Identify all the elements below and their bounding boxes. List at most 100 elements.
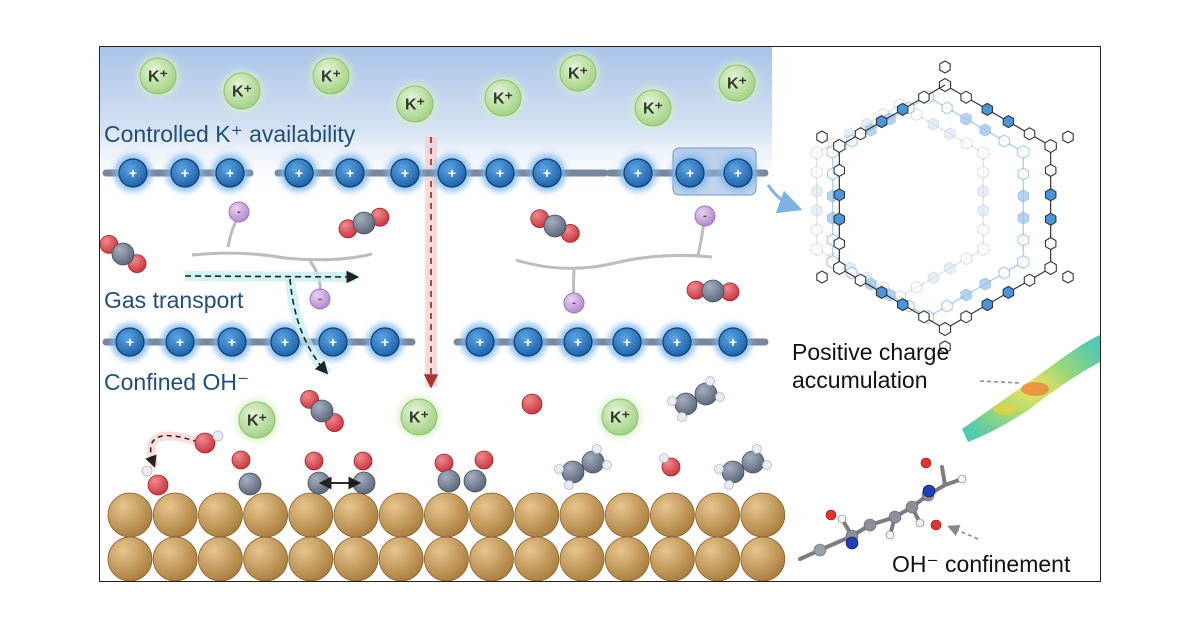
cation-charge-label: + xyxy=(226,165,234,181)
framework-ring xyxy=(960,310,972,324)
framework-ring xyxy=(918,310,930,324)
framework-ring xyxy=(1044,212,1057,226)
framework-ring xyxy=(810,145,824,161)
framework-ring xyxy=(833,138,846,154)
cation-sphere xyxy=(623,158,653,188)
potassium-label: K⁺ xyxy=(493,91,513,108)
cation-site: + xyxy=(161,323,199,361)
framework-ring xyxy=(910,280,923,295)
copper-atom xyxy=(378,492,424,538)
confined-oh-label: Confined OH⁻ xyxy=(104,369,250,395)
atom-H xyxy=(602,460,612,470)
potassium-label: K⁺ xyxy=(409,410,429,427)
atom-C xyxy=(111,242,135,266)
cation-charge-label: + xyxy=(176,334,184,350)
potassium-ion: K⁺ xyxy=(715,61,759,105)
potassium-sphere xyxy=(634,89,672,127)
framework-ring xyxy=(1017,144,1030,160)
anion-sphere xyxy=(309,288,331,310)
atom-H xyxy=(212,430,224,442)
copper-atom xyxy=(695,492,740,538)
schematic-canvas: ++++++++++++++++++++++++ K⁺K⁺K⁺K⁺K⁺K⁺K⁺K… xyxy=(100,47,1100,581)
oh-pointer xyxy=(947,525,979,540)
cation-sphere xyxy=(370,327,400,357)
atom-carbon xyxy=(885,530,895,540)
copper-atom xyxy=(423,492,469,538)
cation-site: + xyxy=(386,154,424,192)
framework-ring xyxy=(854,273,867,287)
potassium-label: K⁺ xyxy=(610,410,630,427)
framework-structure xyxy=(810,60,1074,354)
cation-charge-label: + xyxy=(574,334,582,350)
oh-hop-arrow xyxy=(145,434,199,468)
gas-transport-label: Gas transport xyxy=(104,287,244,313)
framework-ring xyxy=(977,223,989,237)
atom-H xyxy=(724,480,734,490)
atom-O xyxy=(304,451,324,471)
positive-charge-label-line1: Positive charge xyxy=(792,339,950,365)
framework-ring xyxy=(944,261,956,275)
framework-ring xyxy=(998,134,1010,148)
framework-ring xyxy=(976,145,990,161)
atom-C xyxy=(352,211,376,235)
framework-ring xyxy=(981,297,994,312)
anion-sphere xyxy=(228,201,250,223)
anion-group: - xyxy=(309,288,331,310)
gas-transport-arrow xyxy=(184,270,360,284)
potassium-ion: K⁺ xyxy=(397,395,441,439)
esp-pointer xyxy=(979,380,1021,384)
copper-atom xyxy=(604,492,650,538)
oh-confinement-label: OH⁻ confinement xyxy=(892,551,1071,577)
framework-ring xyxy=(976,241,990,257)
anion-layer: ---- xyxy=(228,201,716,314)
framework-ring xyxy=(981,102,994,117)
cation-site: + xyxy=(266,323,304,361)
atom-C xyxy=(463,469,487,493)
gas-transport-arrow xyxy=(289,278,329,375)
cation-charge-label: + xyxy=(381,334,389,350)
framework-ring xyxy=(1044,163,1057,178)
framework-ring xyxy=(944,127,956,141)
potassium-sphere xyxy=(601,398,639,436)
cation-site: + xyxy=(366,323,404,361)
framework-ring xyxy=(1002,114,1015,129)
copper-atom xyxy=(514,536,560,581)
cation-sphere xyxy=(675,158,705,188)
cation-charge-label: + xyxy=(129,165,137,181)
framework-ring xyxy=(977,203,989,218)
framework-ring xyxy=(960,112,972,126)
cation-sphere xyxy=(485,158,515,188)
cation-sphere xyxy=(612,327,642,357)
cation-site: + xyxy=(166,154,204,192)
anion-charge-label: - xyxy=(703,210,707,222)
potassium-label: K⁺ xyxy=(247,413,267,430)
potassium-sphere xyxy=(238,401,276,439)
atom-H xyxy=(715,392,725,402)
atom-carbon xyxy=(837,514,847,524)
potassium-ion: K⁺ xyxy=(393,82,437,126)
potassium-ion: K⁺ xyxy=(481,76,525,120)
copper-electrode xyxy=(107,492,786,581)
cation-sphere xyxy=(723,158,753,188)
cation-sphere xyxy=(118,158,148,188)
copper-atom xyxy=(107,536,153,581)
atom-carbon xyxy=(813,543,827,557)
atom-H xyxy=(554,464,564,474)
cation-site: + xyxy=(461,323,499,361)
potassium-label: K⁺ xyxy=(405,97,425,114)
copper-atom xyxy=(152,536,198,581)
cation-charge-label: + xyxy=(673,334,681,350)
copper-atom xyxy=(469,492,515,538)
cation-sphere xyxy=(217,327,247,357)
framework-ring xyxy=(977,165,989,179)
framework-ring xyxy=(833,260,846,276)
potassium-sphere xyxy=(484,79,522,117)
framework-ring xyxy=(875,285,888,300)
cation-charge-label: + xyxy=(543,165,551,181)
cation-sphere xyxy=(563,327,593,357)
framework-ring xyxy=(960,288,972,302)
framework-ring xyxy=(1017,211,1030,225)
framework-ring xyxy=(1044,188,1057,202)
framework-ring xyxy=(927,117,940,131)
framework-ring xyxy=(960,136,973,151)
